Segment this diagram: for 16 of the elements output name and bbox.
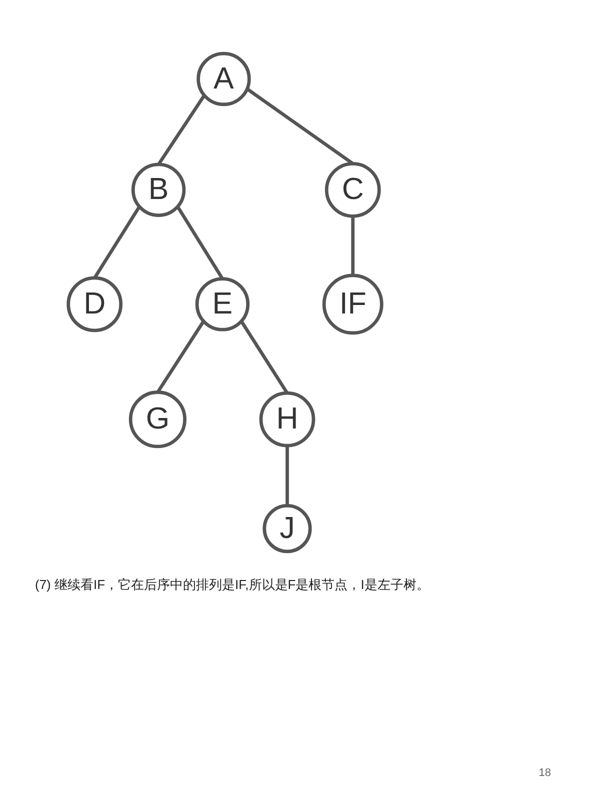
connector-line	[176, 206, 224, 280]
tree-node-circle: B	[131, 162, 186, 217]
tree-node-circle: A	[196, 52, 251, 106]
connector-line	[351, 216, 355, 276]
tree-node-circle: J	[262, 504, 312, 554]
tree-node-circle: IF	[322, 274, 384, 335]
caption: (7) 继续看IF，它在后序中的排列是IF,所以是F是根节点，I是左子树。	[35, 576, 430, 594]
tree-node-circle: H	[259, 391, 316, 448]
connector-line	[286, 446, 289, 506]
connector-line	[93, 206, 141, 279]
tree-node-circle: D	[66, 276, 123, 332]
tree-node-circle: E	[195, 277, 250, 332]
tree-node-circle: G	[128, 390, 186, 448]
page-number: 18	[538, 767, 551, 779]
connector-line	[157, 94, 206, 166]
tree-node-circle: C	[324, 162, 381, 218]
